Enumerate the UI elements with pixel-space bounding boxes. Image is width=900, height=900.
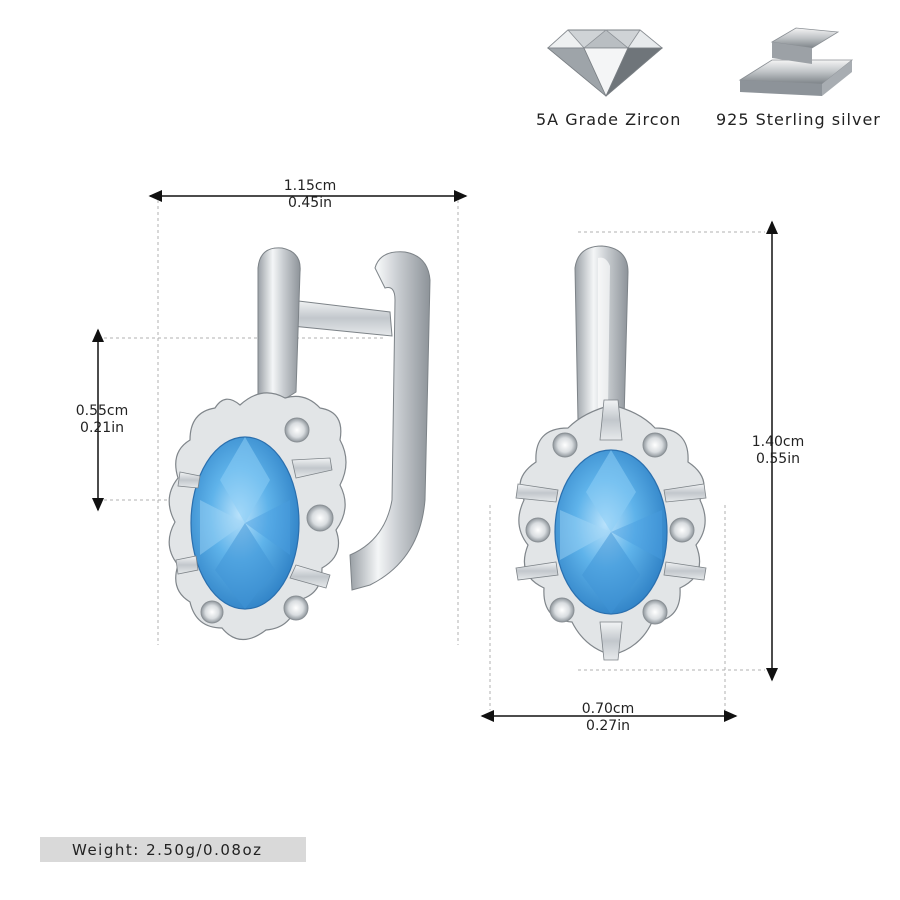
right-width-in: 0.27in <box>586 718 630 734</box>
silver-bar-icon <box>738 27 854 96</box>
left-width-in: 0.45in <box>288 195 332 211</box>
right-height-cm: 1.40cm <box>751 434 805 450</box>
right-width-label: 0.70cm 0.27in <box>568 701 648 735</box>
zircon-label: 5A Grade Zircon <box>536 110 682 129</box>
left-earring-image <box>168 247 431 641</box>
weight-text: Weight: 2.50g/0.08oz <box>72 840 263 859</box>
zircon-diamond-icon <box>546 29 664 97</box>
right-height-in: 0.55in <box>756 451 800 467</box>
right-width-cm: 0.70cm <box>581 701 635 717</box>
silver-label: 925 Sterling silver <box>716 110 881 129</box>
right-height-label: 1.40cm 0.55in <box>742 434 814 468</box>
left-height-label: 0.55cm 0.21in <box>66 403 138 437</box>
left-width-label: 1.15cm 0.45in <box>270 178 350 212</box>
weight-bar: Weight: 2.50g/0.08oz <box>40 837 306 862</box>
left-height-in: 0.21in <box>80 420 124 436</box>
left-width-dimension <box>148 190 468 645</box>
left-width-cm: 1.15cm <box>283 178 337 194</box>
left-height-cm: 0.55cm <box>75 403 129 419</box>
right-earring-image <box>515 245 707 661</box>
right-height-dimension <box>578 220 778 682</box>
right-width-dimension <box>480 505 738 722</box>
